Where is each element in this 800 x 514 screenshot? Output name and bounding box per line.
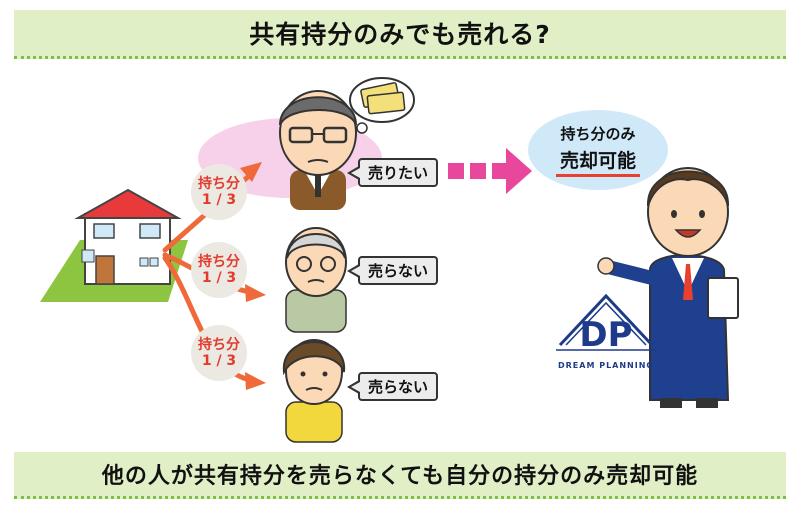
page-title: 共有持分のみでも売れる? xyxy=(249,20,551,49)
callout-text: 売らない xyxy=(368,262,429,280)
businessman-icon xyxy=(597,167,739,408)
share-label: 持ち分 xyxy=(198,175,240,192)
caption-text: 他の人が共有持分を売らなくても自分の持分のみ売却可能 xyxy=(101,464,699,489)
money-thought-icon xyxy=(349,77,415,134)
advisor-speech-bubble: 持ち分のみ 売却可能 xyxy=(528,110,668,190)
share-fraction: 1 / 3 xyxy=(201,192,237,208)
share-circle-1: 持ち分 1 / 3 xyxy=(191,164,247,220)
logo-house-icon xyxy=(556,293,656,351)
share-fraction: 1 / 3 xyxy=(201,270,237,286)
share-fraction: 1 / 3 xyxy=(201,353,237,369)
speech-line-1: 持ち分のみ xyxy=(560,125,636,143)
logo-name: DREAM PLANNING xyxy=(558,361,654,370)
title-banner: 共有持分のみでも売れる? xyxy=(14,10,786,59)
woman-icon xyxy=(282,339,346,443)
callout-text: 売らない xyxy=(368,378,429,396)
share-circle-3: 持ち分 1 / 3 xyxy=(191,325,247,381)
callout-text: 売りたい xyxy=(368,164,429,182)
callout-want-to-sell: 売りたい xyxy=(346,158,439,187)
share-circle-2: 持ち分 1 / 3 xyxy=(191,242,247,298)
man-glasses-icon xyxy=(279,90,357,210)
caption-banner: 他の人が共有持分を売らなくても自分の持分のみ売却可能 xyxy=(14,452,786,499)
house-icon xyxy=(40,188,188,302)
speech-line-2: 売却可能 xyxy=(555,146,640,177)
callout-not-selling-1: 売らない xyxy=(346,256,439,285)
share-label: 持ち分 xyxy=(198,253,240,270)
logo-mark: DP xyxy=(579,315,632,355)
sell-arrow-icon xyxy=(448,148,532,194)
elder-man-icon xyxy=(285,227,347,333)
illustration: DP xyxy=(40,77,739,443)
arrow-heads xyxy=(240,162,266,390)
share-label: 持ち分 xyxy=(198,336,240,353)
callout-not-selling-2: 売らない xyxy=(346,372,439,401)
